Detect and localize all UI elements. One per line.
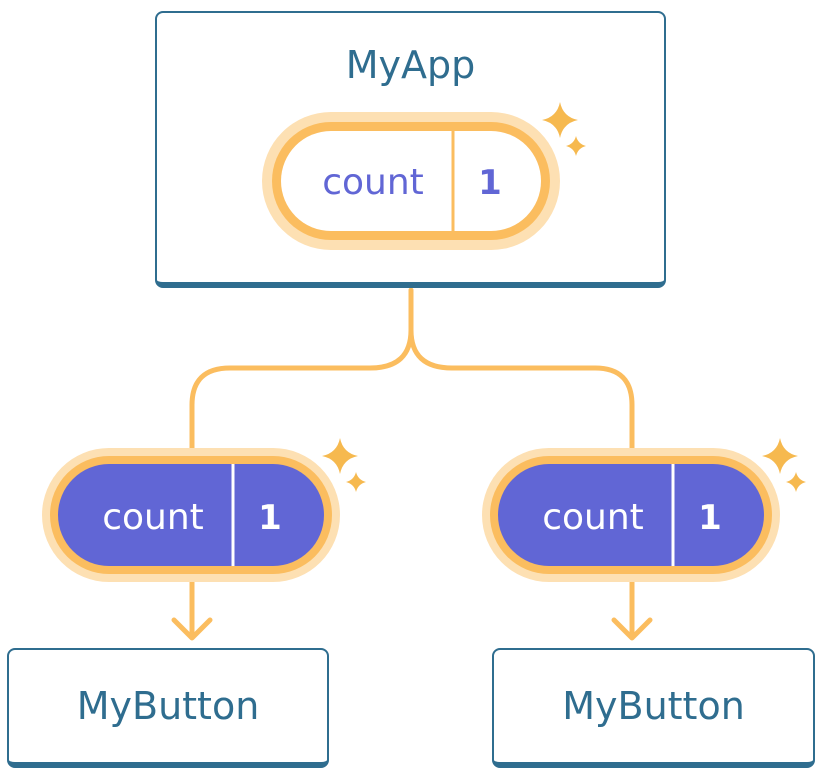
mybutton-card-right: MyButton [492, 648, 815, 768]
arrow-right [611, 575, 653, 641]
child-state-pill-left: count 1 [42, 448, 340, 582]
child-state-label-right: count [542, 497, 644, 538]
arrow-left [171, 575, 213, 641]
myapp-title: MyApp [345, 43, 476, 87]
mybutton-card-left: MyButton [7, 648, 329, 768]
parent-state-label: count [322, 162, 424, 203]
sparkle-icon [762, 438, 806, 492]
sparkle-icon [542, 102, 586, 156]
tree-connector [189, 287, 635, 453]
parent-state-pill: count 1 [262, 112, 560, 250]
child-state-pill-right: count 1 [482, 448, 780, 582]
sparkle-icon [322, 438, 366, 492]
child-state-label-left: count [102, 497, 204, 538]
parent-state-value: 1 [478, 163, 502, 203]
mybutton-title-right: MyButton [562, 684, 745, 728]
mybutton-title-left: MyButton [76, 684, 260, 728]
child-state-value-right: 1 [698, 498, 722, 538]
child-state-value-left: 1 [258, 498, 282, 538]
